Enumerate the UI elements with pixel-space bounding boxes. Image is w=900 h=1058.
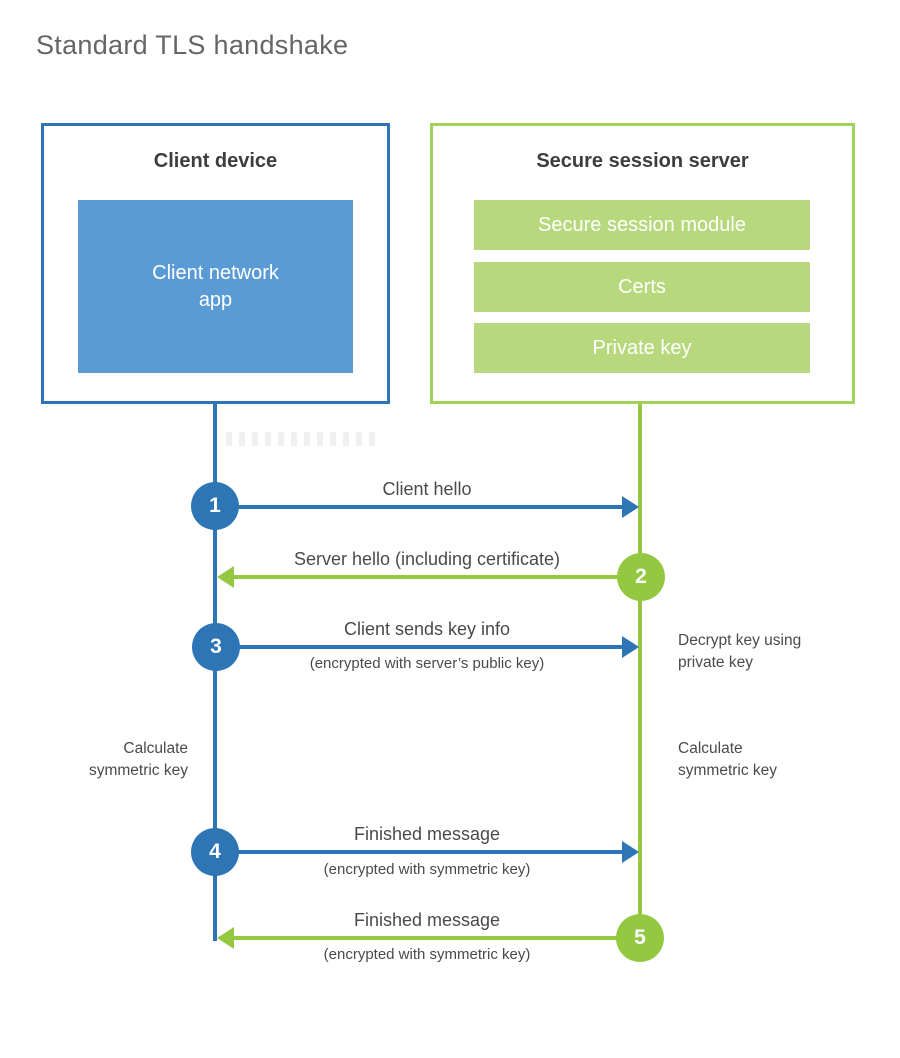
page-title: Standard TLS handshake [36, 30, 349, 60]
arrow-finished-server [217, 927, 640, 949]
arrow-shaft [232, 936, 640, 940]
arrow-left-icon [217, 927, 234, 949]
secure-session-server-title: Secure session server [536, 150, 749, 172]
arrow-client-hello [215, 496, 639, 518]
step-badge-2: 2 [617, 553, 665, 601]
note-line: symmetric key [678, 762, 778, 779]
arrow-shaft [215, 850, 624, 854]
arrow-right-icon [622, 841, 639, 863]
private-key-block: Private key [474, 323, 810, 373]
client-lifeline [213, 403, 217, 941]
arrow-server-hello [217, 566, 640, 588]
step-badge-4: 4 [191, 828, 239, 876]
note-line: symmetric key [88, 762, 188, 779]
step-badge-5: 5 [616, 914, 664, 962]
note-line: Calculate [123, 740, 188, 757]
note-calc-symmetric-right: Calculate symmetric key [678, 738, 777, 782]
certs-block: Certs [474, 262, 810, 312]
note-line: private key [678, 654, 753, 671]
note-line: Calculate [678, 740, 743, 757]
label-client-hello: Client hello [382, 479, 472, 499]
arrow-right-icon [622, 636, 639, 658]
arrow-client-key-info [215, 636, 639, 658]
server-lifeline [638, 403, 642, 938]
note-calc-symmetric-left: Calculate symmetric key [28, 738, 188, 782]
label-finished-server: Finished message [353, 910, 501, 930]
note-line: Decrypt key using [678, 632, 802, 649]
label-finished-client: Finished message [353, 824, 501, 844]
arrow-shaft [232, 575, 640, 579]
client-network-app-block: Client network app [78, 200, 353, 373]
secure-session-module-block: Secure session module [474, 200, 810, 250]
faint-watermark-artifact [226, 432, 376, 446]
sublabel-client-key-info: (encrypted with server’s public key) [309, 655, 545, 672]
label-server-hello: Server hello (including certificate) [293, 549, 561, 569]
note-decrypt-key: Decrypt key using private key [678, 630, 801, 674]
client-app-label-line2: app [198, 288, 233, 311]
step-badge-3: 3 [192, 623, 240, 671]
label-client-key-info: Client sends key info [343, 619, 511, 639]
client-app-label-line1: Client network [152, 261, 279, 284]
arrow-finished-client [215, 841, 639, 863]
sublabel-finished-client: (encrypted with symmetric key) [323, 861, 531, 878]
arrow-shaft [215, 645, 624, 649]
arrow-right-icon [622, 496, 639, 518]
arrow-left-icon [217, 566, 234, 588]
client-device-title: Client device [153, 150, 278, 172]
step-badge-1: 1 [191, 482, 239, 530]
sublabel-finished-server: (encrypted with symmetric key) [323, 946, 531, 963]
arrow-shaft [215, 505, 624, 509]
